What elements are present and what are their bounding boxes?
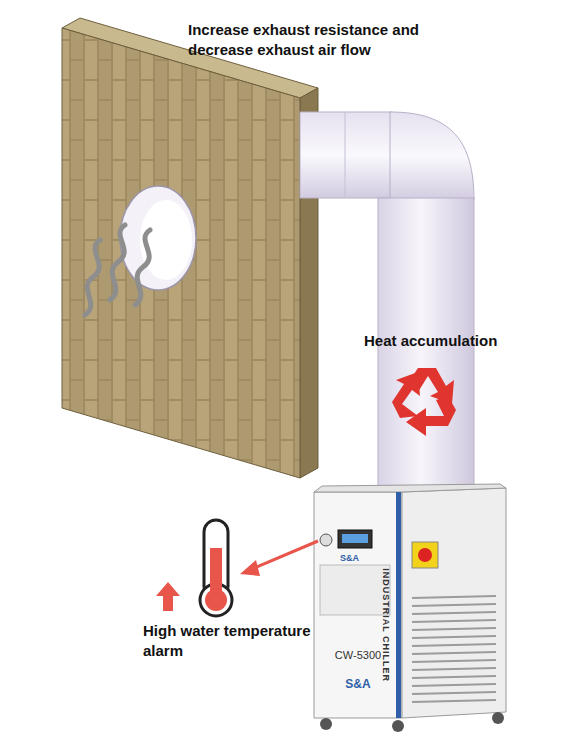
recycle-symbol [392, 368, 456, 436]
switch-knob [418, 548, 432, 562]
thermometer-fill [205, 589, 227, 611]
caster [392, 720, 404, 732]
caster [492, 712, 504, 724]
caster [320, 718, 332, 730]
text-label: CW-5300 [322, 648, 394, 663]
chiller-top [314, 484, 506, 492]
text-label: Increase exhaust resistance and decrease… [188, 20, 456, 61]
controller-panel [338, 530, 372, 548]
blue-stripe [396, 492, 401, 718]
duct-seam [345, 112, 346, 198]
duct-elbow [378, 112, 474, 200]
leader-arrowhead [240, 560, 260, 576]
text-label: S&A [322, 676, 394, 692]
pressure-gauge [320, 534, 332, 546]
controller-display [342, 534, 368, 543]
text-label: High water temperature alarm [143, 621, 313, 662]
rise-arrow [156, 582, 180, 611]
duct-horizontal [300, 112, 392, 198]
heat-waves [85, 225, 150, 315]
leader-arrow [252, 541, 318, 569]
warning-sticker [320, 565, 390, 615]
text-label: Heat accumulation [364, 331, 534, 351]
brick-wall [62, 28, 300, 478]
wall-hole [120, 186, 196, 290]
side-grille [412, 596, 496, 702]
power-switch [412, 542, 438, 568]
chiller-front [314, 492, 402, 718]
hole-inner [140, 200, 192, 280]
text-label: S&A [340, 552, 380, 564]
text-label: INDUSTRIAL CHILLER [380, 568, 392, 682]
chiller-side [402, 488, 506, 718]
